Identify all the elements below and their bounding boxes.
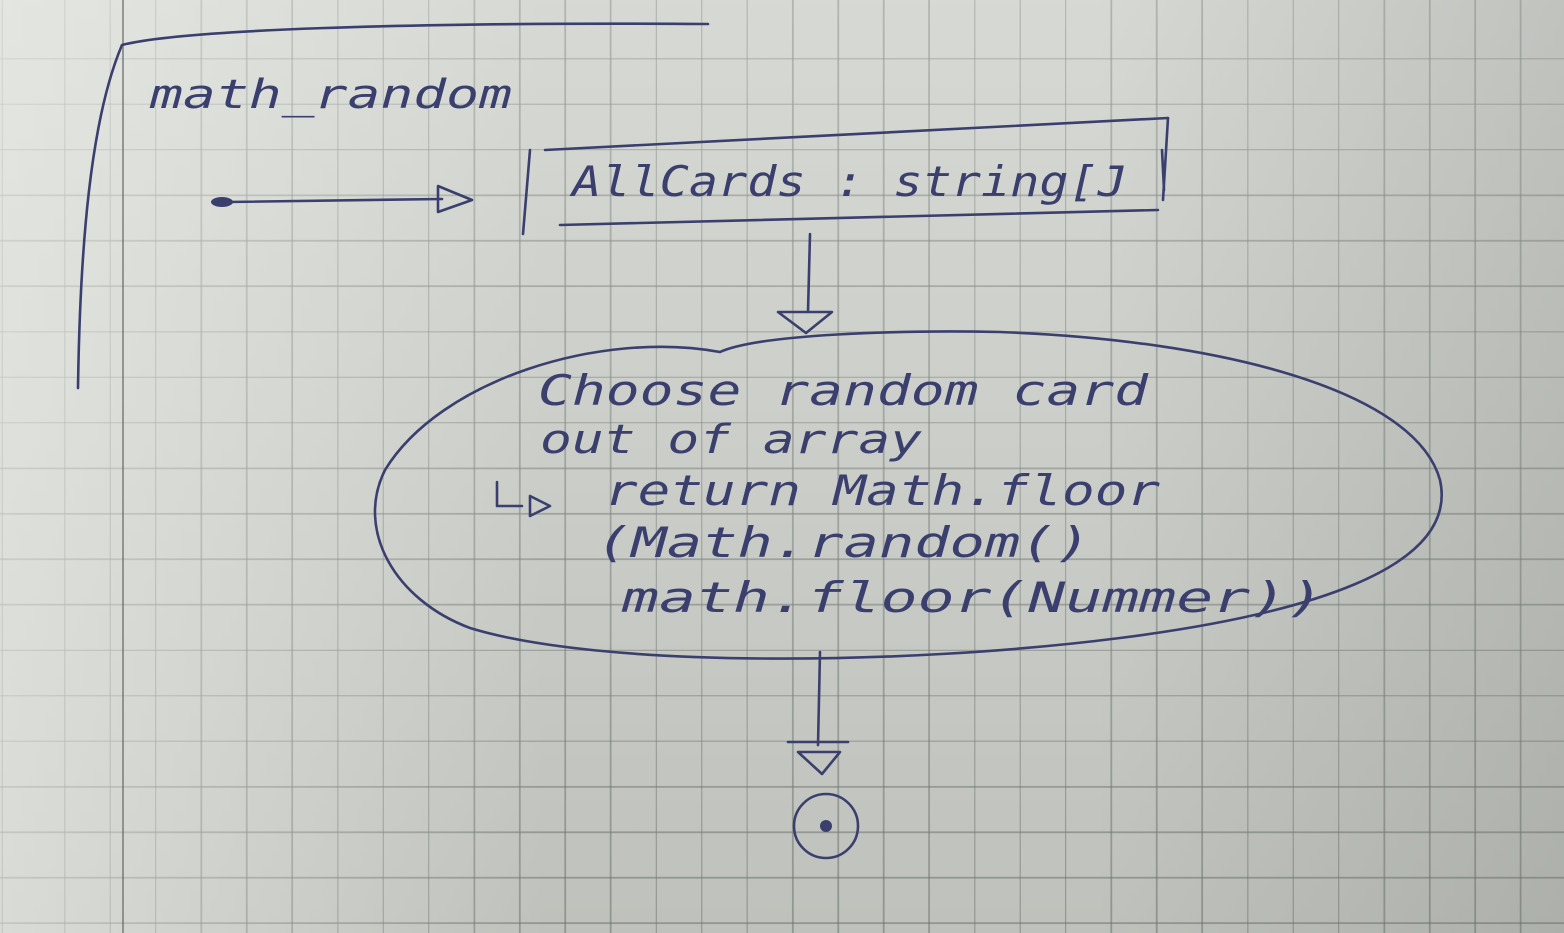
final-node bbox=[792, 792, 860, 860]
return-arrow-icon bbox=[495, 480, 552, 518]
paper-margin-line bbox=[122, 0, 124, 933]
flow-object-to-action bbox=[806, 232, 812, 314]
action-line-2: out of array bbox=[540, 417, 922, 463]
object-node bbox=[521, 116, 1170, 236]
arrowhead-icon bbox=[786, 740, 850, 776]
arrowhead-icon bbox=[776, 310, 834, 335]
activity-frame bbox=[76, 22, 710, 390]
object-node-label: AllCards : string[J bbox=[569, 157, 1127, 206]
arrowhead-icon bbox=[436, 184, 474, 214]
action-line-3: return Math.floor bbox=[605, 466, 1160, 515]
action-line-1: Choose random card bbox=[538, 366, 1149, 415]
frame-label: math_random bbox=[149, 72, 512, 118]
flow-start-to-object bbox=[226, 197, 444, 204]
action-node bbox=[373, 330, 1443, 660]
action-line-5: math.floor(Nummer)) bbox=[621, 573, 1324, 622]
final-node-dot bbox=[820, 820, 832, 832]
action-line-4: (Math.random() bbox=[596, 518, 1091, 567]
initial-node bbox=[211, 197, 233, 207]
flow-action-to-final bbox=[816, 650, 822, 747]
